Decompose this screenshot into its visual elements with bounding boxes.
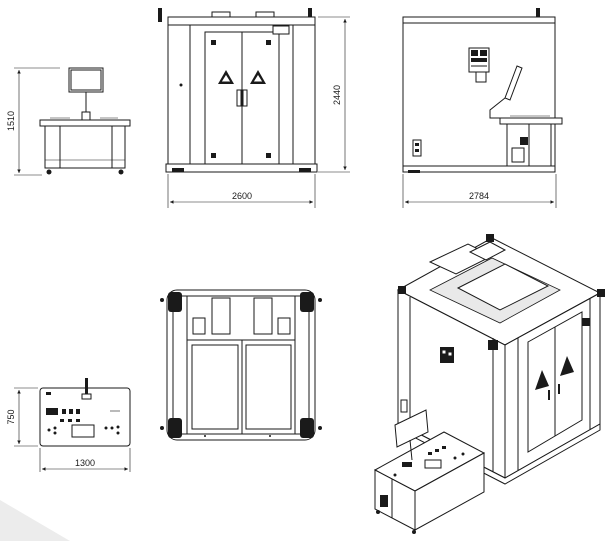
dimension-console-width-label: 1300 (75, 458, 95, 468)
dimension-cabinet-depth-label: 2784 (469, 191, 489, 201)
dimension-console-depth: 750 (6, 387, 38, 447)
dimension-console-height: 1510 (6, 67, 60, 176)
dimension-cabinet-depth: 2784 (402, 174, 557, 208)
corner-shading (0, 500, 70, 541)
dimension-cabinet-height: 2440 (318, 16, 350, 173)
dimension-cabinet-height-label: 2440 (332, 85, 342, 105)
cabinet-top-view (160, 289, 322, 441)
isometric-view (373, 234, 605, 534)
dimension-console-width: 1300 (39, 448, 131, 472)
console-top-view (39, 378, 131, 447)
dimension-console-depth-label: 750 (6, 409, 16, 424)
cabinet-front-view (158, 8, 318, 173)
dimension-console-height-label: 1510 (6, 111, 16, 131)
dimension-cabinet-width-label: 2600 (232, 191, 252, 201)
cabinet-side-view (402, 8, 563, 173)
dimension-cabinet-width: 2600 (167, 174, 316, 208)
console-side-view (39, 67, 131, 175)
